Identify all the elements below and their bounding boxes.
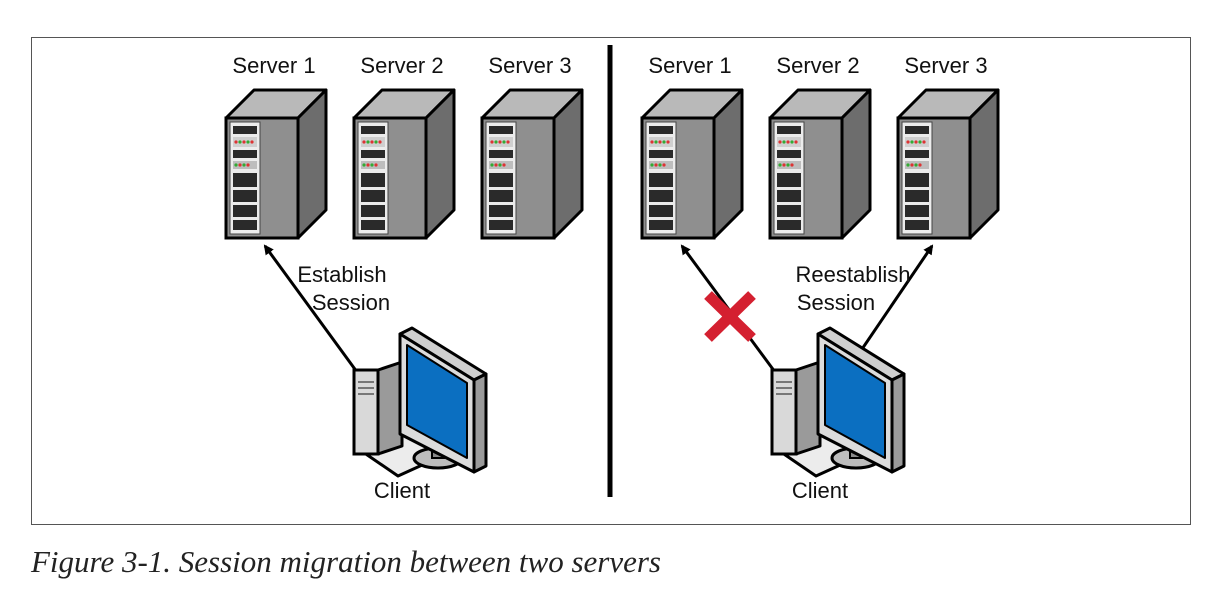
left-connection-label-line-2: Session [312, 290, 390, 315]
left-server-1-label: Server 1 [232, 53, 315, 78]
right-server-2-label: Server 2 [776, 53, 859, 78]
right-connection-label-line-1: Reestablish [796, 262, 911, 287]
failure-x-icon [704, 291, 756, 342]
left-server-2-icon [352, 88, 456, 240]
left-server-3-label: Server 3 [488, 53, 571, 78]
right-connection-label-line-2: Session [797, 290, 875, 315]
left-establish-arrow [263, 244, 359, 373]
right-client-label: Client [792, 478, 848, 503]
figure-caption: Figure 3-1. Session migration between tw… [31, 544, 661, 579]
right-server-2-icon [768, 88, 872, 240]
left-server-1-icon [224, 88, 328, 240]
left-connection-label-line-1: Establish [297, 262, 386, 287]
right-client-icon [770, 326, 906, 478]
right-server-3-icon [896, 88, 1000, 240]
right-server-1-icon [640, 88, 744, 240]
left-server-3-icon [480, 88, 584, 240]
left-client-label: Client [374, 478, 430, 503]
right-server-1-label: Server 1 [648, 53, 731, 78]
left-client-icon [352, 326, 488, 478]
right-server-3-label: Server 3 [904, 53, 987, 78]
right-reestablish-arrow [856, 244, 934, 356]
left-server-2-label: Server 2 [360, 53, 443, 78]
